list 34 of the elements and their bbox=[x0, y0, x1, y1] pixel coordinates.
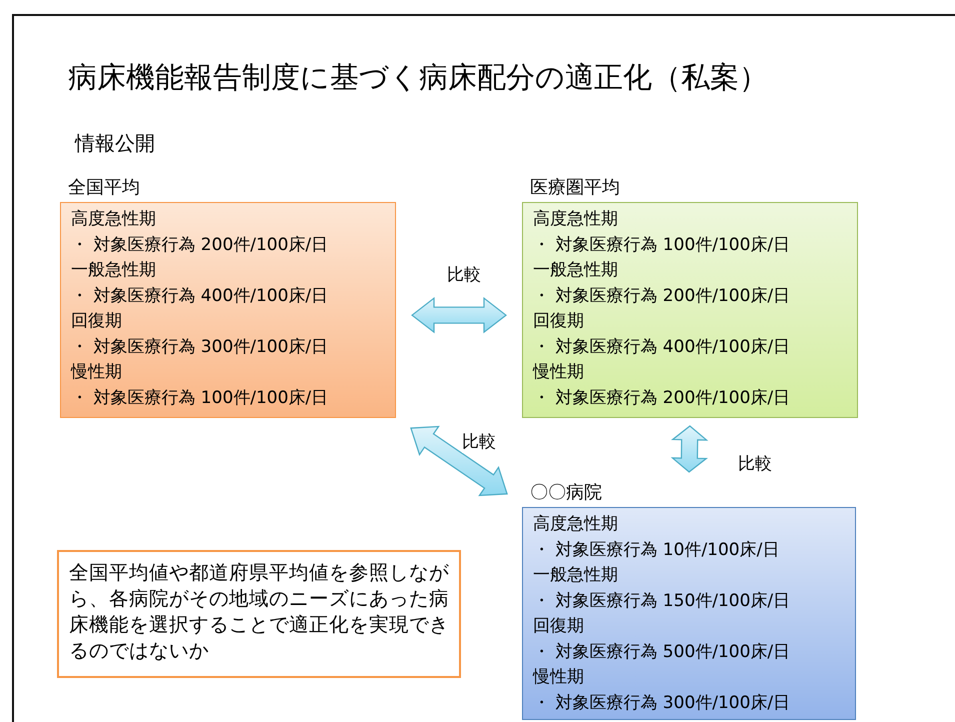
box-heading: 〇〇病院 bbox=[529, 481, 602, 505]
metric-line: ・ 対象医療行為 10件/100床/日 bbox=[533, 538, 780, 562]
metric-line: ・ 対象医療行為 400件/100床/日 bbox=[533, 336, 792, 358]
metric-line: ・ 対象医療行為 100件/100床/日 bbox=[71, 386, 330, 410]
phase-heading: 一般急性期 bbox=[533, 564, 619, 587]
phase-heading: 高度急性期 bbox=[71, 208, 157, 231]
metric-line: ・ 対象医療行為 300件/100床/日 bbox=[71, 336, 330, 358]
metric-line: ・ 対象医療行為 400件/100床/日 bbox=[71, 284, 330, 308]
double-arrow bbox=[410, 426, 508, 496]
metric-line: ・ 対象医療行為 200件/100床/日 bbox=[71, 234, 330, 256]
phase-heading: 慢性期 bbox=[533, 666, 585, 689]
phase-heading: 慢性期 bbox=[71, 361, 123, 384]
phase-heading: 一般急性期 bbox=[533, 259, 619, 282]
metric-line: ・ 対象医療行為 200件/100床/日 bbox=[533, 386, 792, 410]
phase-heading: 回復期 bbox=[71, 310, 123, 333]
phase-heading: 高度急性期 bbox=[533, 513, 619, 536]
phase-heading: 一般急性期 bbox=[71, 259, 157, 282]
metric-line: ・ 対象医療行為 200件/100床/日 bbox=[533, 284, 792, 308]
phase-heading: 回復期 bbox=[533, 310, 585, 333]
phase-heading: 高度急性期 bbox=[533, 208, 619, 231]
note-box: 全国平均値や都道府県平均値を参照しながら、各病院がその地域のニーズにあった病床機能を選択することで適正化を実現できるのではないか bbox=[57, 550, 461, 678]
section-label: 情報公開 bbox=[75, 130, 155, 157]
phase-heading: 慢性期 bbox=[533, 361, 585, 384]
metric-line: ・ 対象医療行為 150件/100床/日 bbox=[533, 590, 792, 612]
double-arrow bbox=[670, 425, 708, 473]
metric-line: ・ 対象医療行為 300件/100床/日 bbox=[533, 692, 792, 714]
box-heading: 全国平均 bbox=[67, 176, 140, 200]
title: 病床機能報告制度に基づく病床配分の適正化（私案） bbox=[68, 59, 768, 96]
double-arrow bbox=[411, 296, 507, 334]
phase-heading: 回復期 bbox=[533, 615, 585, 638]
box-heading: 医療圏平均 bbox=[529, 176, 620, 200]
metric-line: ・ 対象医療行為 100件/100床/日 bbox=[533, 234, 792, 256]
edge-label: 比較 bbox=[462, 430, 496, 453]
metric-line: ・ 対象医療行為 500件/100床/日 bbox=[533, 640, 792, 664]
